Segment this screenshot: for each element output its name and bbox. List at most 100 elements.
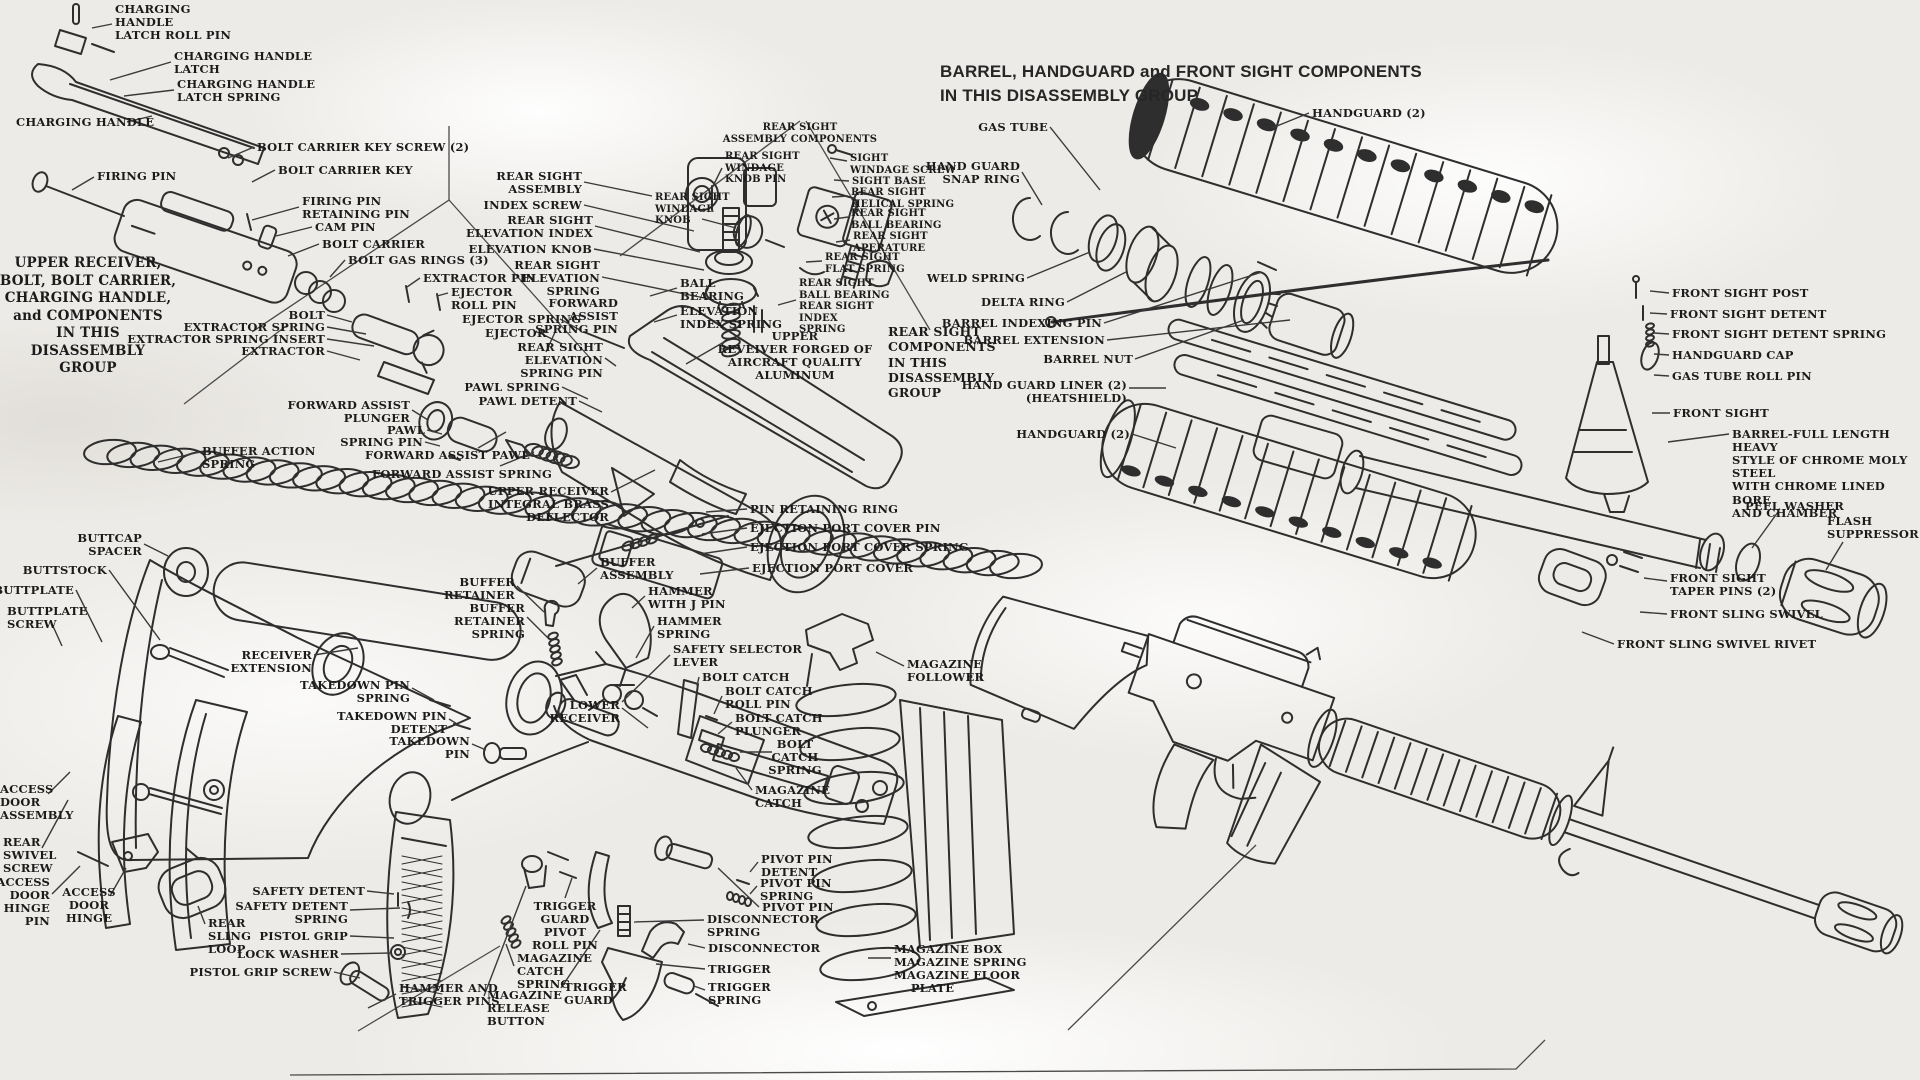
label-weld-spring: WELD SPRING (926, 271, 1025, 285)
label-takedown-pin: TAKEDOWN PIN (389, 734, 470, 762)
label-charging-handle: CHARGING HANDLE (16, 115, 155, 129)
label-extractor-pin: EXTRACTOR PIN (423, 271, 537, 285)
label-pistol-grip: PISTOL GRIP (259, 929, 348, 943)
label-spring-pin: SPRING PIN (340, 435, 423, 449)
label-elevation-knob: ELEVATION KNOB (468, 242, 592, 256)
label-magazine-release-button: MAGAZINE RELEASE BUTTON (487, 988, 563, 1029)
label-firing-pin-retaining-pin: FIRING PIN RETAINING PIN (302, 194, 410, 222)
label-lock-washer: LOCK WASHER (236, 947, 339, 961)
label-takedown-pin-spring: TAKEDOWN PIN SPRING (300, 678, 410, 706)
label-buffer-retainer: BUFFER RETAINER (444, 575, 515, 603)
magazine-drawing (795, 613, 1015, 1017)
label-bolt-catch-plunger: BOLT CATCH PLUNGER (735, 711, 823, 739)
barrel-drawing (1252, 414, 1721, 573)
pins-drawing (429, 699, 753, 907)
label-pivot-pin-detent: PIVOT PIN DETENT (761, 852, 833, 880)
label-charging-handle-latch-roll-pin: CHARGING HANDLE LATCH ROLL PIN (115, 2, 232, 43)
label-elevation-index-spring: ELEVATION INDEX SPRING (680, 304, 783, 332)
charging-handle-drawing (31, 3, 265, 165)
label-receiver-extension: RECEIVER EXTENSION (230, 648, 312, 676)
bolt-carrier-drawing (31, 147, 625, 395)
label-barrel-full-length: BARREL-FULL LENGTH HEAVY STYLE OF CHROME… (1732, 427, 1908, 520)
label-lower-receiver: LOWER RECEIVER (549, 698, 620, 726)
label-rear-sling-loop: REAR SLING LOOP (208, 916, 252, 957)
label-firing-pin: FIRING PIN (97, 169, 177, 183)
label-ejection-port-cover: EJECTION PORT COVER (752, 561, 914, 575)
label-trigger: TRIGGER (708, 962, 771, 976)
label-cam-pin: CAM PIN (315, 220, 376, 234)
label-barrel-group-heading: BARREL, HANDGUARD and FRONT SIGHT COMPON… (940, 62, 1422, 106)
label-bolt-catch-spring: BOLT CATCH SPRING (768, 737, 822, 778)
label-disconnector-spring: DISCONNECTOR SPRING (707, 912, 820, 940)
label-front-sling-swivel-rivet: FRONT SLING SWIVEL RIVET (1617, 637, 1817, 651)
buffer-assembly-drawing (83, 438, 1043, 667)
label-forward-assist-spring: FORWARD ASSIST SPRING (372, 467, 553, 481)
label-hand-guard-liner: HAND GUARD LINER (2) (HEATSHIELD) (961, 378, 1127, 406)
label-ejector-roll-pin: EJECTOR ROLL PIN (451, 285, 517, 313)
label-safety-detent: SAFETY DETENT (252, 884, 365, 898)
label-charging-handle-latch: CHARGING HANDLE LATCH (174, 49, 313, 77)
label-extractor-spring: EXTRACTOR SPRING (183, 320, 325, 334)
flash-suppressor-drawing (1699, 532, 1888, 639)
label-rear-sight-aperature: REAR SIGHT APERATURE (853, 231, 928, 254)
label-sight-base: SIGHT BASE (852, 176, 926, 187)
label-bolt-catch-roll-pin: BOLT CATCH ROLL PIN (725, 684, 813, 712)
handguard-liner-drawing (1167, 318, 1523, 476)
rear-sight-drawing (685, 144, 895, 358)
label-handguard-top: HANDGUARD (2) (1312, 106, 1426, 120)
label-bolt-carrier: BOLT CARRIER (322, 237, 425, 251)
label-access-door-assembly: ACCESS DOOR ASSEMBLY (0, 782, 74, 823)
label-safety-detent-spring: SAFETY DETENT SPRING (235, 899, 348, 927)
label-pivot-pin-spring: PIVOT PIN SPRING (760, 876, 832, 904)
label-forward-assist-plunger: FORWARD ASSIST PLUNGER (287, 398, 410, 426)
label-trigger-guard: TRIGGER GUARD (564, 980, 627, 1008)
label-ejector: EJECTOR (485, 326, 547, 340)
label-bolt-carrier-key-screw: BOLT CARRIER KEY SCREW (2) (257, 140, 470, 154)
label-bolt: BOLT (288, 308, 325, 322)
label-rear-sight-elevation-index: REAR SIGHT ELEVATION INDEX (466, 213, 593, 241)
label-rear-sight-elevation-spring: REAR SIGHT ELEVATION SPRING (514, 258, 600, 299)
label-upper-group-note: UPPER RECEIVER, BOLT, BOLT CARRIER, CHAR… (0, 255, 177, 377)
label-hammer-and-trigger-pins: HAMMER AND TRIGGER PINS (399, 981, 500, 1009)
label-rear-sight-assembly: REAR SIGHT ASSEMBLY (496, 169, 582, 197)
label-ejection-port-cover-pin: EJECTION PORT COVER PIN (750, 521, 941, 535)
label-upper-receiver-forged: UPPER REVEIVER FORGED OF AIRCRAFT QUALIT… (717, 329, 873, 383)
label-front-sight-post: FRONT SIGHT POST (1672, 286, 1809, 300)
assembled-rifle-drawing (969, 595, 1904, 955)
label-rear-sight-flat-spring: REAR SIGHT FLAT SPRING (825, 252, 905, 275)
label-access-door-hinge: ACCESS DOOR HINGE (62, 885, 116, 926)
label-handguard-cap: HANDGUARD CAP (1672, 348, 1794, 362)
barrel-rings-drawing (1012, 197, 1355, 359)
label-magazine-box-spring-plate: MAGAZINE BOX MAGAZINE SPRING MAGAZINE FL… (894, 942, 1027, 996)
label-ejection-port-cover-spring: EJECTION PORT COVER SPRING (750, 540, 969, 554)
front-sight-drawing (1537, 275, 1660, 607)
label-front-sight: FRONT SIGHT (1673, 406, 1769, 420)
label-rear-sight-assembly-components: REAR SIGHT ASSEMBLY COMPONENTS (722, 122, 878, 145)
label-buffer-retainer-spring: BUFFER RETAINER SPRING (454, 601, 525, 642)
label-gas-tube-roll-pin: GAS TUBE ROLL PIN (1672, 369, 1812, 383)
label-trigger-spring: TRIGGER SPRING (708, 980, 771, 1008)
label-ejector-spring: EJECTOR SPRING (462, 312, 582, 326)
group-boundary-lines (183, 120, 1546, 1076)
label-buttplate-screw: BUTTPLATE SCREW (7, 604, 88, 632)
label-handguard-bottom: HANDGUARD (2) (1016, 427, 1130, 441)
label-rear-sight-ball-bearing: REAR SIGHT BALL BEARING (851, 208, 942, 231)
pistol-grip-drawing (339, 811, 455, 1019)
label-upper-receiver-deflector: UPPER RECEIVER INTEGRAL BRASS DEFLECTOR (487, 484, 609, 525)
label-bolt-carrier-key: BOLT CARRIER KEY (278, 163, 413, 177)
gas-tube-drawing (1045, 258, 1550, 328)
label-buttcap-spacer: BUTTCAP SPACER (77, 531, 142, 559)
label-safety-selector-lever: SAFETY SELECTOR LEVER (673, 642, 803, 670)
label-pistol-grip-screw: PISTOL GRIP SCREW (189, 965, 332, 979)
label-magazine-catch: MAGAZINE CATCH (755, 783, 831, 811)
label-rear-sight-windage-knob-pin: REAR SIGHT WINDAGE KNOB PIN (725, 151, 800, 186)
label-pin-retaining-ring: PIN RETAINING RING (750, 502, 899, 516)
trigger-drawing (500, 851, 719, 1021)
label-rear-swivel-screw: REAR SWIVEL SCREW (3, 835, 57, 876)
label-forward-assist-pawl: FORWARD ASSIST PAWL (365, 448, 530, 462)
label-pawl-spring: PAWL SPRING (464, 380, 560, 394)
label-rear-sight-ball-bearing-index-spring: REAR SIGHT BALL BEARING REAR SIGHT INDEX… (799, 278, 890, 336)
label-barrel-indexing-pin: BARREL INDEXING PIN (941, 316, 1102, 330)
